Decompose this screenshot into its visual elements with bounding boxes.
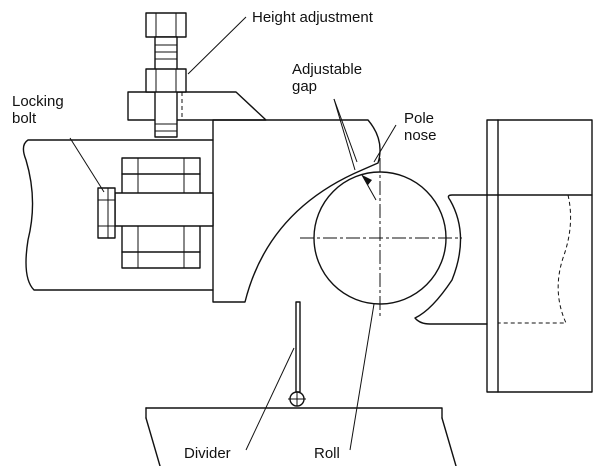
label-roll: Roll xyxy=(314,445,340,462)
collecting-trough xyxy=(145,407,457,466)
locking-bolt-assembly xyxy=(97,157,214,269)
adjustment-plate xyxy=(127,91,267,121)
leader-lines xyxy=(69,16,397,451)
label-locking-bolt-2: bolt xyxy=(12,110,37,127)
right-pole-piece xyxy=(414,194,593,325)
label-adjustable-gap-2: gap xyxy=(292,78,317,95)
height-adjustment-screw xyxy=(145,12,187,138)
adjustable-gap-arrow xyxy=(361,174,377,201)
label-locking-bolt-1: Locking xyxy=(12,93,64,110)
label-pole-nose-1: Pole xyxy=(404,110,434,127)
right-frame xyxy=(486,119,593,393)
label-pole-nose-2: nose xyxy=(404,127,437,144)
divider xyxy=(288,301,306,407)
roll xyxy=(300,158,462,318)
label-adjustable-gap-1: Adjustable xyxy=(292,61,362,78)
label-height-adjustment: Height adjustment xyxy=(252,9,374,26)
label-divider: Divider xyxy=(184,445,231,462)
magnet-yoke xyxy=(22,119,381,303)
